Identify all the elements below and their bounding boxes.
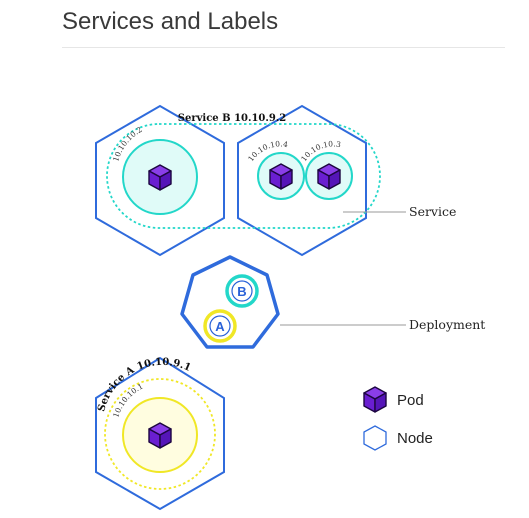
node-hexagon-3 — [95, 356, 225, 511]
node-hexagon-2 — [237, 104, 367, 257]
service-a-ip: 10.10.9.1 — [136, 357, 193, 374]
service-a-boundary — [104, 378, 216, 490]
service-callout-label: Service — [409, 204, 456, 219]
deployment-badge-b: B — [225, 274, 259, 308]
service-b-title: Service B 10.10.9.2 — [178, 113, 287, 124]
title-divider — [62, 47, 505, 48]
deployment-badge-a: A — [203, 309, 237, 343]
pod-3 — [305, 152, 353, 200]
legend-node-label: Node — [397, 430, 433, 447]
node-legend-icon — [363, 425, 387, 451]
pod-legend-icon — [363, 386, 387, 413]
page-title: Services and Labels — [62, 8, 279, 35]
pod-2 — [257, 152, 305, 200]
node-hexagon-1 — [95, 104, 225, 257]
service-b-boundary — [106, 123, 381, 229]
deployment-heptagon — [180, 255, 280, 349]
svg-text:B: B — [237, 284, 246, 299]
pod-cube-icon — [148, 422, 172, 449]
svg-text:A: A — [215, 319, 225, 334]
deployment-callout-label: Deployment — [409, 317, 485, 332]
pod-cube-icon — [269, 163, 293, 190]
pod-cube-icon — [317, 163, 341, 190]
legend: Pod Node — [363, 386, 433, 451]
pod-1 — [122, 139, 198, 215]
legend-pod-label: Pod — [397, 392, 424, 409]
pod-4 — [122, 397, 198, 473]
pod-cube-icon — [148, 164, 172, 191]
